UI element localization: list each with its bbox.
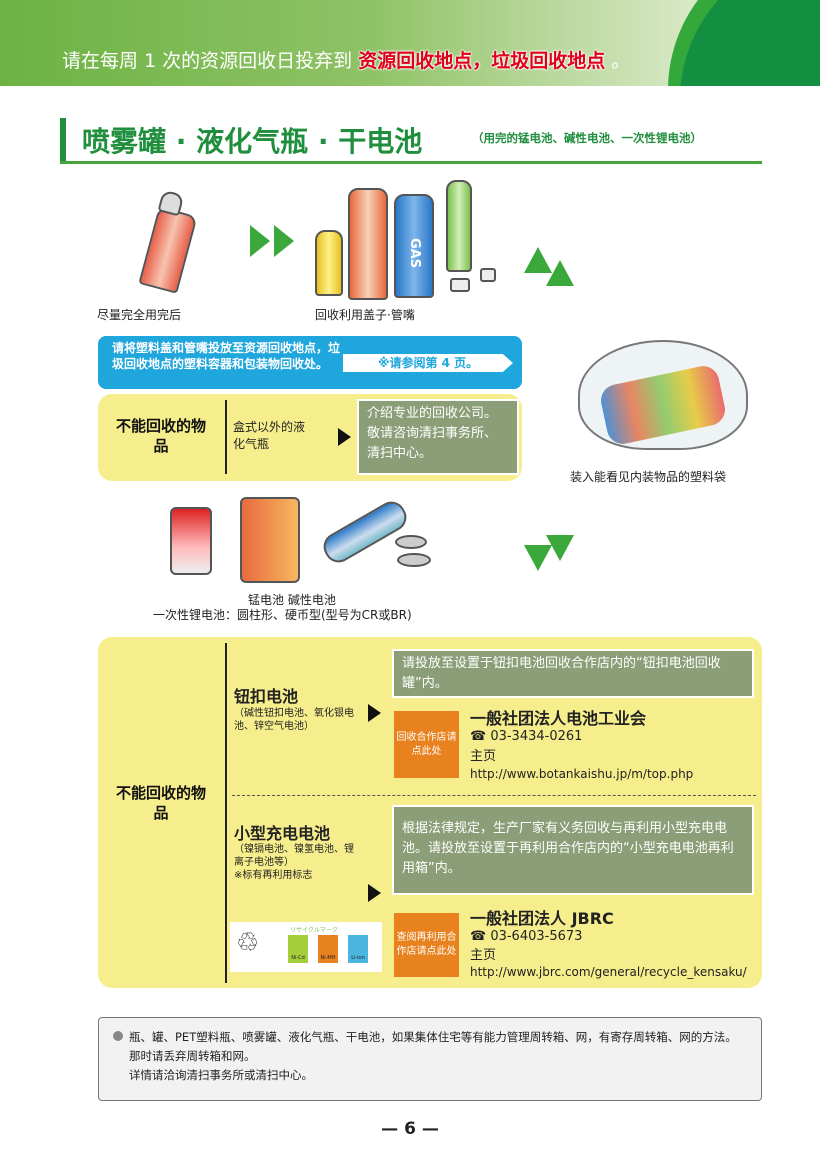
gas-bottles-illustration: GAS xyxy=(312,178,502,303)
batteries-illustration xyxy=(165,495,445,590)
header-text-suffix: 。 xyxy=(605,50,631,72)
spray-caption: 尽量完全用完后 xyxy=(97,308,182,322)
button-org-name: 一般社团法人电池工业会 xyxy=(470,709,647,728)
liion-mark: Li-ion xyxy=(348,935,368,963)
recycle-mark-title: リサイクルマーク xyxy=(290,927,338,934)
button-url-link[interactable]: http://www.botankaishu.jp/m/top.php xyxy=(470,767,694,781)
gas-item: 盒式以外的液化气瓶 xyxy=(233,420,306,451)
note-box: 瓶、罐、PET塑料瓶、喷雾罐、液化气瓶、干电池，如果集体住宅等有能力管理周转箱、… xyxy=(98,1017,762,1101)
header-highlight: 资源回收地点，垃圾回收地点 xyxy=(358,50,606,72)
button-battery-title: 钮扣电池 xyxy=(234,687,299,706)
non-recyclable-label: 不能回收的物品 xyxy=(116,417,207,455)
rechargeable-sub: （镍镉电池、镍氢电池、锂离子电池等） xyxy=(234,844,354,868)
button-phone: ☎ 03-3434-0261 xyxy=(470,729,583,744)
arrow-right-icon xyxy=(250,225,270,257)
bullet-icon xyxy=(113,1031,123,1041)
nimh-mark: Ni-MH xyxy=(318,935,338,963)
lithium-caption: 一次性锂电池：圆柱形、硬币型(型号为CR或BR) xyxy=(153,608,412,622)
gas-non-recyclable-box: 不能回收的物品 盒式以外的液化气瓶 介绍专业的回收公司。敬请咨询清扫事务所、清扫… xyxy=(98,394,522,481)
button-battery-instruction: 请投放至设置于钮扣电池回收合作店内的“钮扣电池回收罐”内。 xyxy=(392,649,754,698)
arrow-icon xyxy=(546,260,574,286)
arrow-right-icon xyxy=(368,704,381,722)
section-bar xyxy=(60,118,66,164)
section-underline xyxy=(60,161,762,164)
divider xyxy=(225,643,227,983)
non-recyclable-label: 不能回收的物品 xyxy=(116,784,207,822)
note-line: 那时请丢弃周转箱和网。 xyxy=(129,1049,256,1063)
gas-label: GAS xyxy=(394,194,434,298)
cap-disposal-box: 请将塑料盖和管嘴投放至资源回收地点，垃圾回收地点的塑料容器和包装物回收处。 ※请… xyxy=(98,336,522,389)
arrow-icon xyxy=(546,535,574,561)
nicd-mark: Ni-Cd xyxy=(288,935,308,963)
spray-can-illustration xyxy=(138,180,200,294)
header-banner: 请在每周 1 次的资源回收日投弃到 资源回收地点，垃圾回收地点 。 xyxy=(0,0,820,86)
header-text: 请在每周 1 次的资源回收日投弃到 资源回收地点，垃圾回收地点 。 xyxy=(62,46,630,73)
see-page-4-link[interactable]: ※请参阅第 4 页。 xyxy=(343,354,513,372)
rechargeable-partner-store-button[interactable]: 查阅再利用合作店请点此处 xyxy=(394,913,459,977)
arrow-right-icon xyxy=(274,225,294,257)
rechargeable-home-label: 主页 xyxy=(470,948,497,963)
dashed-divider xyxy=(232,795,756,796)
section-title: 喷雾罐 · 液化气瓶 · 干电池 xyxy=(82,125,423,158)
cap-disposal-text: 请将塑料盖和管嘴投放至资源回收地点，垃圾回收地点的塑料容器和包装物回收处。 xyxy=(112,341,341,371)
rechargeable-title: 小型充电电池 xyxy=(234,824,331,843)
recycle-mark-logo: ♲ リサイクルマーク Ni-Cd Ni-MH Li-ion xyxy=(230,922,382,972)
button-battery-sub: （碱性钮扣电池、氧化银电池、锌空气电池） xyxy=(234,708,354,732)
plastic-bag-illustration xyxy=(578,310,748,450)
note-line: 瓶、罐、PET塑料瓶、喷雾罐、液化气瓶、干电池，如果集体住宅等有能力管理周转箱、… xyxy=(129,1030,737,1044)
battery-non-recyclable-box: 不能回收的物品 钮扣电池 （碱性钮扣电池、氧化银电池、锌空气电池） 请投放至设置… xyxy=(98,637,762,988)
page-number: — 6 — xyxy=(381,1119,439,1139)
section-subtitle: （用完的锰电池、碱性电池、一次性锂电池） xyxy=(472,131,702,145)
arrow-right-icon xyxy=(338,428,351,446)
bag-caption: 装入能看见内装物品的塑料袋 xyxy=(570,470,727,484)
note-line: 详情请洽询清扫事务所或清扫中心。 xyxy=(129,1068,313,1082)
rechargeable-org-name: 一般社团法人 JBRC xyxy=(470,909,614,928)
gas-instruction: 介绍专业的回收公司。敬请咨询清扫事务所、清扫中心。 xyxy=(357,399,519,475)
recycle-mark-note: ※标有再利用标志 xyxy=(234,870,313,881)
recycle-icon: ♲ xyxy=(236,928,260,958)
button-partner-store-button[interactable]: 回收合作店请点此处 xyxy=(394,711,459,778)
button-home-label: 主页 xyxy=(470,749,497,764)
divider xyxy=(225,400,227,474)
caps-caption: 回收利用盖子·管嘴 xyxy=(315,308,415,322)
header-text-prefix: 请在每周 1 次的资源回收日投弃到 xyxy=(62,50,359,72)
batteries-caption: 锰电池 碱性电池 xyxy=(248,593,336,607)
rechargeable-instruction: 根据法律规定，生产厂家有义务回收与再利用小型充电电池。请投放至设置于再利用合作店… xyxy=(392,805,754,895)
rechargeable-phone: ☎ 03-6403-5673 xyxy=(470,929,583,944)
arrow-right-icon xyxy=(368,884,381,902)
rechargeable-url-link[interactable]: http://www.jbrc.com/general/recycle_kens… xyxy=(470,965,747,979)
